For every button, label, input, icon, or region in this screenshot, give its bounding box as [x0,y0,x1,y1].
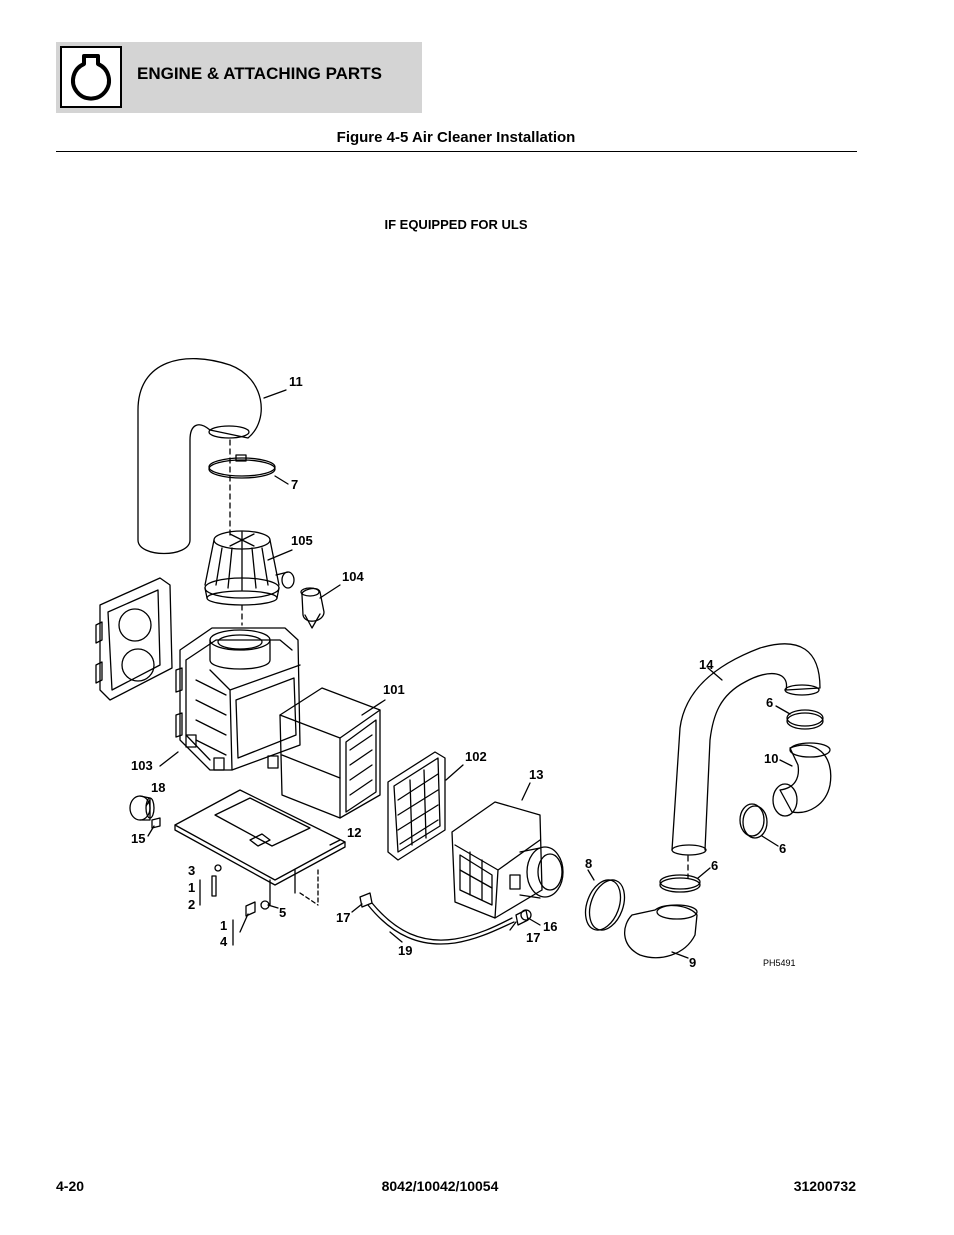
outlet-cover-part-13 [451,801,564,919]
figure-title: Figure 4-5 Air Cleaner Installation [336,129,576,146]
callout-2: 2 [188,897,195,912]
model-numbers: 8042/10042/10054 [381,1178,499,1194]
callout-6-upper: 6 [766,695,773,710]
callout-10: 10 [764,751,778,766]
page-number: 4-20 [56,1178,85,1194]
intake-tube-part-14 [671,643,821,851]
side-cover-panel [95,577,173,701]
callout-19: 19 [398,943,412,958]
callout-6-lower: 6 [711,858,718,873]
callout-103: 103 [131,758,153,773]
clamp-part-6-lower [659,874,701,890]
document-number: 31200732 [793,1178,856,1194]
clamp-part-6-middle [739,803,765,837]
nut-part-15 [151,817,161,829]
callout-101: 101 [383,682,405,697]
elbow-part-10 [779,744,832,814]
isolator-part-18 [129,795,151,821]
drawing-code: PH5491 [763,958,796,968]
hose-part-19 [367,904,515,945]
air-cleaner-housing-part-103 [175,627,301,771]
callout-9: 9 [689,955,696,970]
mounting-plate-part-12 [174,789,346,906]
callout-11: 11 [289,374,303,389]
lower-elbow-part-9 [624,904,698,959]
section-header: ENGINE & ATTACHING PARTS [56,42,422,113]
callout-16: 16 [543,919,557,934]
callout-6-middle: 6 [779,841,786,856]
callout-17-right: 17 [526,930,540,945]
callout-12: 12 [347,825,361,840]
elbow-hose-part-11 [137,358,262,555]
callout-8: 8 [585,856,592,871]
callout-1-upper: 1 [188,880,195,895]
precleaner-part-105 [204,530,295,606]
primary-filter-part-101 [279,687,381,819]
callout-17-left: 17 [336,910,350,925]
callout-105: 105 [291,533,313,548]
callout-5: 5 [279,905,286,920]
callout-3: 3 [188,863,195,878]
callout-104: 104 [342,569,364,584]
callout-1-lower: 1 [220,918,227,933]
figure-subtitle: IF EQUIPPED FOR ULS [384,217,528,232]
callout-13: 13 [529,767,543,782]
safety-filter-part-102 [387,751,446,861]
header-rule [56,151,857,152]
callout-7: 7 [291,477,298,492]
section-title: ENGINE & ATTACHING PARTS [137,64,382,83]
callout-4: 4 [220,934,228,949]
callout-18: 18 [151,780,165,795]
engine-section-icon [60,46,122,108]
vacuator-valve-part-104 [300,587,325,629]
callout-15: 15 [131,831,145,846]
callout-14: 14 [699,657,714,672]
clamp-part-6-upper [786,709,824,727]
callout-102: 102 [465,749,487,764]
